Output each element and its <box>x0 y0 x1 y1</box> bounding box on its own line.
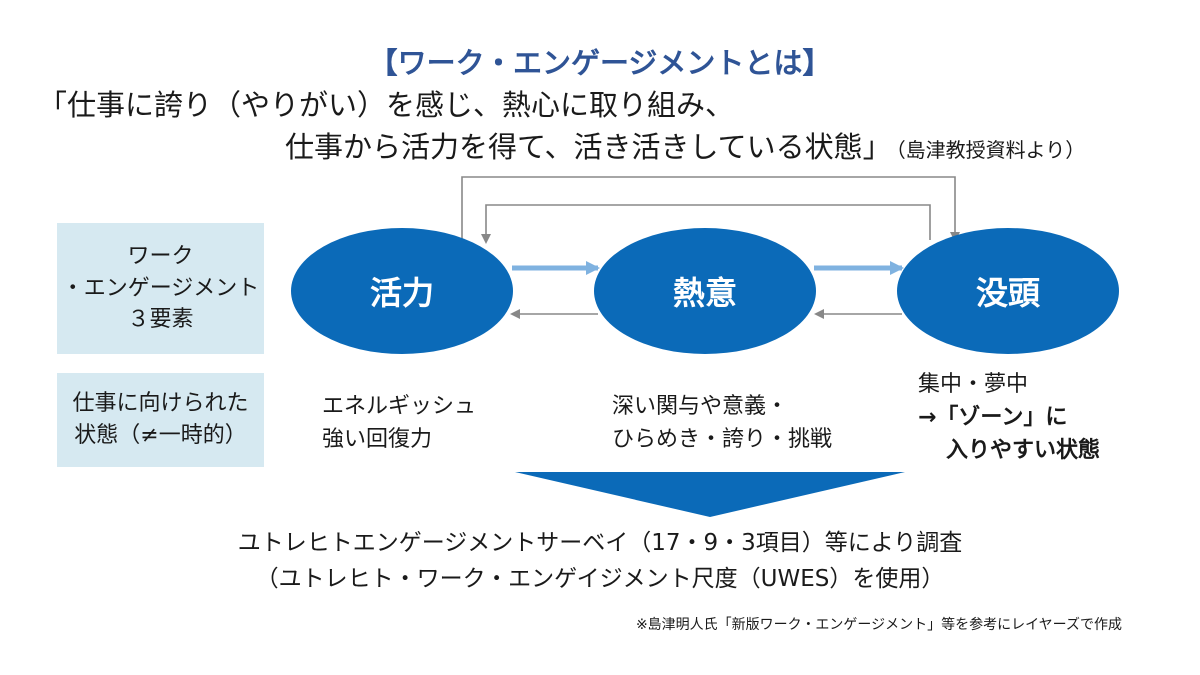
desc-absorption: 集中・夢中 →「ゾーン」に 入りやすい状態 <box>918 368 1100 467</box>
label-elements-line-3: ３要素 <box>127 307 194 333</box>
definition-line-2: 仕事から活力を得て、活き活きしている状態」（島津教授資料より） <box>285 124 1085 166</box>
label-box-elements: ワーク ・エンゲージメント ３要素 <box>57 223 264 354</box>
big-down-arrow <box>515 472 905 517</box>
label-elements-line-2: ・エンゲージメント <box>61 275 260 301</box>
desc-absorption-line-3: 入りやすい状態 <box>946 438 1101 463</box>
loop-arrow-outer <box>461 176 960 242</box>
desc-vigor-line-1: エネルギッシュ <box>322 394 477 419</box>
page-title: 【ワーク・エンゲージメントとは】 <box>368 46 832 80</box>
desc-absorption-line-2: →「ゾーン」に <box>918 405 1068 430</box>
node-dedication-label: 熱意 <box>672 274 737 312</box>
label-box-state: 仕事に向けられた 状態（≠一時的） <box>57 373 264 467</box>
desc-vigor: エネルギッシュ 強い回復力 <box>322 390 476 456</box>
survey-line-2: （ユトレヒト・ワーク・エンゲイジメント尺度（UWES）を使用） <box>255 565 945 592</box>
definition-line-1: 「仕事に誇り（やりがい）を感じ、熱心に取り組み、 <box>38 88 735 122</box>
desc-vigor-line-2: 強い回復力 <box>322 427 433 452</box>
node-vigor: 活力 <box>291 228 513 354</box>
survey-line-1: ユトレヒトエンゲージメントサーベイ（17・9・3項目）等により調査 <box>237 530 963 556</box>
definition-line-2-text: 仕事から活力を得て、活き活きしている状態」 <box>285 130 892 164</box>
label-state-line-1: 仕事に向けられた <box>72 391 249 417</box>
label-state-line-2: 状態（≠一時的） <box>74 423 247 448</box>
loop-arrow-inner <box>481 204 931 244</box>
node-absorption-label: 没頭 <box>975 274 1040 312</box>
footnote: ※島津明人氏「新版ワーク・エンゲージメント」等を参考にレイヤーズで作成 <box>635 617 1122 633</box>
survey-text: ユトレヒトエンゲージメントサーベイ（17・9・3項目）等により調査 （ユトレヒト… <box>0 526 1200 597</box>
node-dedication: 熱意 <box>594 228 816 354</box>
desc-absorption-line-1: 集中・夢中 <box>918 372 1029 397</box>
desc-dedication-line-1: 深い関与や意義・ <box>612 394 789 419</box>
node-vigor-label: 活力 <box>369 274 434 312</box>
node-absorption: 没頭 <box>897 228 1119 354</box>
label-elements-line-1: ワーク <box>127 243 194 269</box>
definition-source: （島津教授資料より） <box>895 138 1086 162</box>
desc-dedication: 深い関与や意義・ ひらめき・誇り・挑戦 <box>612 390 832 456</box>
desc-dedication-line-2: ひらめき・誇り・挑戦 <box>612 427 833 452</box>
